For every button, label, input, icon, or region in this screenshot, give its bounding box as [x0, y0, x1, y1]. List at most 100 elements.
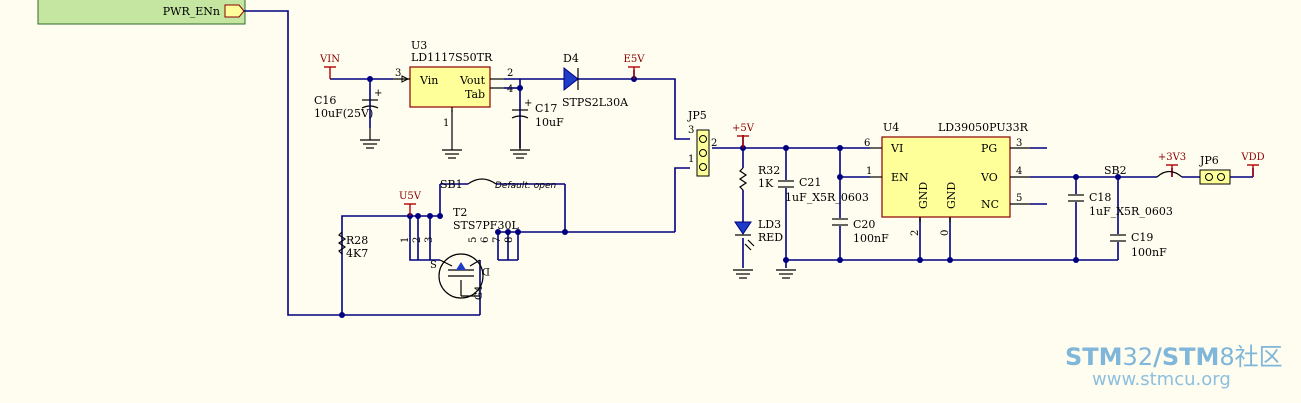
svg-text:+5V: +5V — [732, 123, 755, 134]
svg-text:8: 8 — [504, 237, 515, 243]
svg-text:C19: C19 — [1131, 231, 1153, 244]
svg-text:NC: NC — [981, 198, 999, 211]
ground-icon — [442, 110, 462, 159]
power-ports: VIN E5V U5V +5V +3V3 VDD — [319, 54, 1265, 216]
svg-text:E5V: E5V — [624, 54, 646, 65]
u3-ref: U3 — [411, 39, 427, 52]
ground-icon — [733, 269, 753, 279]
svg-text:1: 1 — [866, 166, 872, 177]
c17-capacitor: + C17 10uF — [511, 98, 564, 129]
p5v-port: +5V — [732, 123, 755, 148]
pwr-enn-label: PWR_ENn — [163, 5, 220, 18]
u3-part: LD1117S50TR — [411, 51, 493, 64]
r28-resistor: R28 4K7 — [337, 231, 368, 260]
svg-text:100nF: 100nF — [1131, 246, 1167, 259]
svg-text:3: 3 — [1016, 138, 1022, 149]
svg-text:VDD: VDD — [1240, 152, 1264, 163]
pwr-enn-port — [224, 4, 245, 18]
svg-text:VO: VO — [980, 171, 998, 184]
svg-text:2: 2 — [412, 237, 423, 243]
c16-value: 10uF(25V) — [314, 107, 373, 120]
svg-text:2: 2 — [910, 230, 921, 236]
svg-text:1uF_X5R_0603: 1uF_X5R_0603 — [785, 191, 869, 204]
svg-text:4: 4 — [507, 84, 513, 95]
c16-ref: C16 — [314, 94, 336, 107]
ground-symbols — [360, 110, 796, 279]
svg-text:4: 4 — [474, 286, 485, 292]
junctions — [339, 76, 1121, 318]
ground-icon — [776, 269, 796, 279]
sb2-solder-bridge: SB2 — [1104, 164, 1183, 178]
svg-text:Vin: Vin — [419, 74, 438, 87]
svg-text:3: 3 — [688, 125, 694, 136]
t2-mosfet: T2 STS7PF30L 1 2 3 5 6 7 8 S D G 4 — [400, 206, 519, 300]
svg-text:SB2: SB2 — [1104, 164, 1127, 177]
svg-text:+3V3: +3V3 — [1158, 152, 1186, 163]
svg-text:10uF: 10uF — [535, 116, 564, 129]
svg-text:Tab: Tab — [465, 88, 485, 101]
u4-regulator: U4 LD39050PU33R VI EN PG VO NC GND GND 6… — [864, 121, 1030, 236]
svg-text:1: 1 — [688, 154, 694, 165]
svg-text:PG: PG — [981, 142, 997, 155]
svg-text:100nF: 100nF — [853, 232, 889, 245]
svg-text:G: G — [474, 292, 485, 300]
watermark-line1: STM32/STM8社区 — [1065, 343, 1283, 371]
svg-text:LD39050PU33R: LD39050PU33R — [938, 121, 1029, 134]
c16-capacitor: + C16 10uF(25V) — [314, 88, 382, 120]
svg-text:2: 2 — [507, 68, 513, 79]
svg-text:T2: T2 — [453, 206, 467, 219]
svg-text:6: 6 — [864, 138, 870, 149]
p3v3-port: +3V3 — [1158, 152, 1186, 177]
e5v-port: E5V — [624, 54, 646, 79]
ld3-led: LD3 RED — [734, 218, 783, 251]
svg-text:D4: D4 — [563, 52, 579, 65]
svg-text:1uF_X5R_0603: 1uF_X5R_0603 — [1089, 205, 1173, 218]
svg-text:+: + — [524, 98, 532, 109]
c20-capacitor: C20 100nF — [832, 218, 889, 245]
svg-text:C18: C18 — [1089, 191, 1111, 204]
c21-capacitor: C21 1uF_X5R_0603 — [778, 176, 869, 204]
u5v-port: U5V — [399, 191, 422, 216]
svg-text:U5V: U5V — [399, 191, 422, 202]
svg-text:GND: GND — [945, 182, 958, 209]
jp6-jumper: JP6 — [1199, 154, 1231, 185]
watermark-line2: www.stmcu.org — [1092, 369, 1231, 390]
svg-text:R32: R32 — [758, 164, 780, 177]
svg-text:JP6: JP6 — [1199, 154, 1219, 167]
watermark: STM32/STM8社区 www.stmcu.org — [1065, 343, 1283, 390]
svg-text:3: 3 — [395, 68, 401, 79]
svg-text:C21: C21 — [799, 176, 821, 189]
svg-text:1K: 1K — [758, 177, 774, 190]
jp5-jumper: JP5 3 2 1 — [687, 109, 717, 177]
svg-text:6: 6 — [480, 237, 491, 243]
svg-text:3: 3 — [424, 237, 435, 243]
u3-regulator: U3 LD1117S50TR Vin Vout Tab 3 2 4 1 — [393, 39, 513, 129]
svg-text:VIN: VIN — [319, 54, 340, 65]
svg-text:EN: EN — [891, 171, 909, 184]
svg-text:1: 1 — [443, 118, 449, 129]
svg-text:+: + — [374, 88, 382, 99]
ground-icon — [360, 128, 380, 149]
svg-text:4: 4 — [1016, 166, 1022, 177]
vdd-port: VDD — [1240, 152, 1265, 177]
svg-text:1: 1 — [400, 237, 411, 243]
svg-text:5: 5 — [1016, 193, 1022, 204]
svg-text:4K7: 4K7 — [346, 247, 368, 260]
svg-text:D: D — [482, 265, 490, 276]
svg-text:VI: VI — [890, 142, 903, 155]
svg-text:Default: open: Default: open — [495, 181, 557, 191]
vin-port: VIN — [319, 54, 340, 79]
c18-capacitor: C18 1uF_X5R_0603 — [1068, 191, 1173, 218]
ground-icon — [510, 120, 530, 159]
c19-capacitor: C19 100nF — [1110, 231, 1167, 259]
pwr-enn-block: PWR_ENn — [37, 0, 246, 25]
svg-text:RED: RED — [758, 231, 783, 244]
svg-text:JP5: JP5 — [687, 109, 707, 122]
svg-text:R28: R28 — [346, 234, 368, 247]
svg-text:SB1: SB1 — [440, 178, 463, 191]
svg-text:0: 0 — [940, 230, 951, 236]
svg-text:LD3: LD3 — [758, 218, 781, 231]
svg-text:C17: C17 — [535, 102, 557, 115]
svg-text:STS7PF30L: STS7PF30L — [453, 219, 519, 232]
